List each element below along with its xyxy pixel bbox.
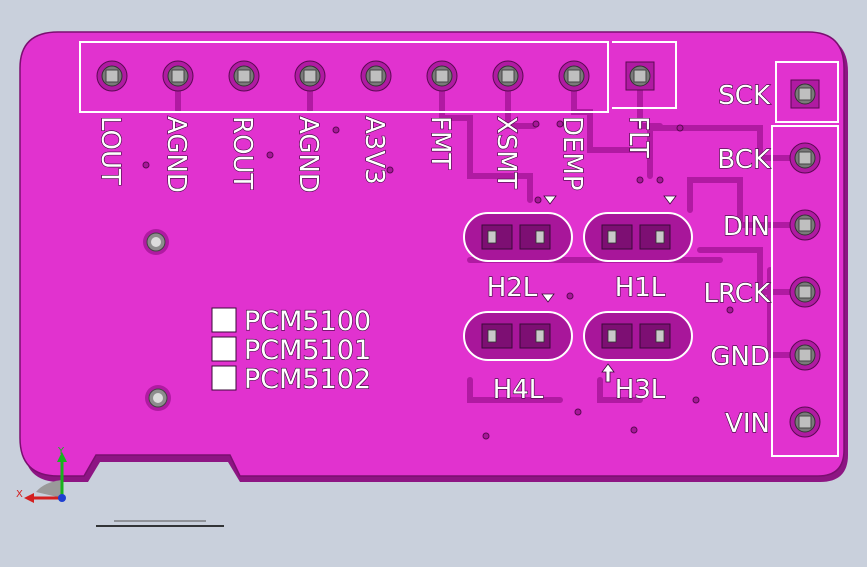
chip-option-pcm5102[interactable]: PCM5102 <box>211 363 372 396</box>
pin-label-xsmt: XSMT <box>491 116 521 189</box>
chip-option-label: PCM5100 <box>244 306 371 337</box>
header-pin-fmt[interactable]: FMT <box>424 60 458 170</box>
pcb-board <box>19 31 845 477</box>
solder-jumper-h2l[interactable]: H2L <box>463 195 573 304</box>
pin-label-rout: ROUT <box>227 116 257 190</box>
side-pin-lrck[interactable]: LRCK <box>703 276 821 310</box>
chip-option-box <box>211 307 237 333</box>
chip-option-pcm5101[interactable]: PCM5101 <box>211 334 372 367</box>
z-axis-dot <box>58 494 66 502</box>
header-pin-demp[interactable]: DEMP <box>556 60 590 191</box>
coordinate-triad: Y X <box>16 446 67 503</box>
x-axis-label: X <box>16 489 23 500</box>
jumper-label-h3l: H3L <box>615 375 666 405</box>
x-axis-arrow <box>24 493 34 503</box>
chip-option-box <box>211 336 237 362</box>
side-label-din: DIN <box>723 212 770 242</box>
side-pin-din[interactable]: DIN <box>722 209 821 243</box>
header-outline <box>79 41 609 113</box>
pin-label-agnd: AGND <box>293 116 323 193</box>
jumper-label-h2l: H2L <box>487 273 538 303</box>
side-pin-bck[interactable]: BCK <box>717 142 821 176</box>
side-label-sck: SCK <box>718 81 771 111</box>
side-pin-gnd[interactable]: GND <box>710 339 821 373</box>
pin-label-agnd: AGND <box>161 116 191 193</box>
header-pin-xsmt[interactable]: XSMT <box>490 60 524 189</box>
vias <box>142 120 734 440</box>
pin-label-fmt: FMT <box>425 116 455 169</box>
jumper-label-h4l: H4L <box>493 375 544 405</box>
side-label-vin: VIN <box>725 409 770 439</box>
y-axis-arrow <box>57 452 67 462</box>
header-pin-agnd[interactable]: AGND <box>292 60 326 194</box>
chip-option-pcm5100[interactable]: PCM5100 <box>211 305 372 338</box>
solder-jumper-h1l[interactable]: H1L <box>583 195 693 304</box>
header-pin-agnd[interactable]: AGND <box>160 60 194 194</box>
flt-outline <box>612 41 677 109</box>
y-axis-label: Y <box>57 446 65 457</box>
chip-option-label: PCM5101 <box>244 335 371 366</box>
chip-option-label: PCM5102 <box>244 364 371 395</box>
side-pin-vin[interactable]: VIN <box>724 406 821 440</box>
side-label-lrck: LRCK <box>704 279 771 309</box>
chip-option-box <box>211 365 237 391</box>
mounting-hole <box>145 385 171 411</box>
pin-label-a3v3: A3V3 <box>359 116 389 185</box>
jumper-label-h1l: H1L <box>615 273 666 303</box>
sck-outline <box>775 61 839 123</box>
header-pin-lout[interactable]: LOUT <box>94 60 128 186</box>
side-label-gnd: GND <box>710 342 770 372</box>
solder-jumper-h3l[interactable]: H3L <box>583 311 693 406</box>
header-pin-a3v3[interactable]: A3V3 <box>358 60 392 185</box>
header-pin-rout[interactable]: ROUT <box>226 60 260 190</box>
pin-label-demp: DEMP <box>557 116 587 191</box>
side-label-bck: BCK <box>717 145 771 175</box>
mounting-hole <box>143 229 169 255</box>
pin-label-lout: LOUT <box>95 116 125 185</box>
pin-label-flt: FLT <box>623 116 653 158</box>
header-pin-flt[interactable]: FLT <box>622 61 655 158</box>
side-header-outline <box>771 125 839 457</box>
side-pin-sck[interactable]: SCK <box>718 79 820 112</box>
solder-jumper-h4l[interactable]: H4L <box>463 293 573 406</box>
